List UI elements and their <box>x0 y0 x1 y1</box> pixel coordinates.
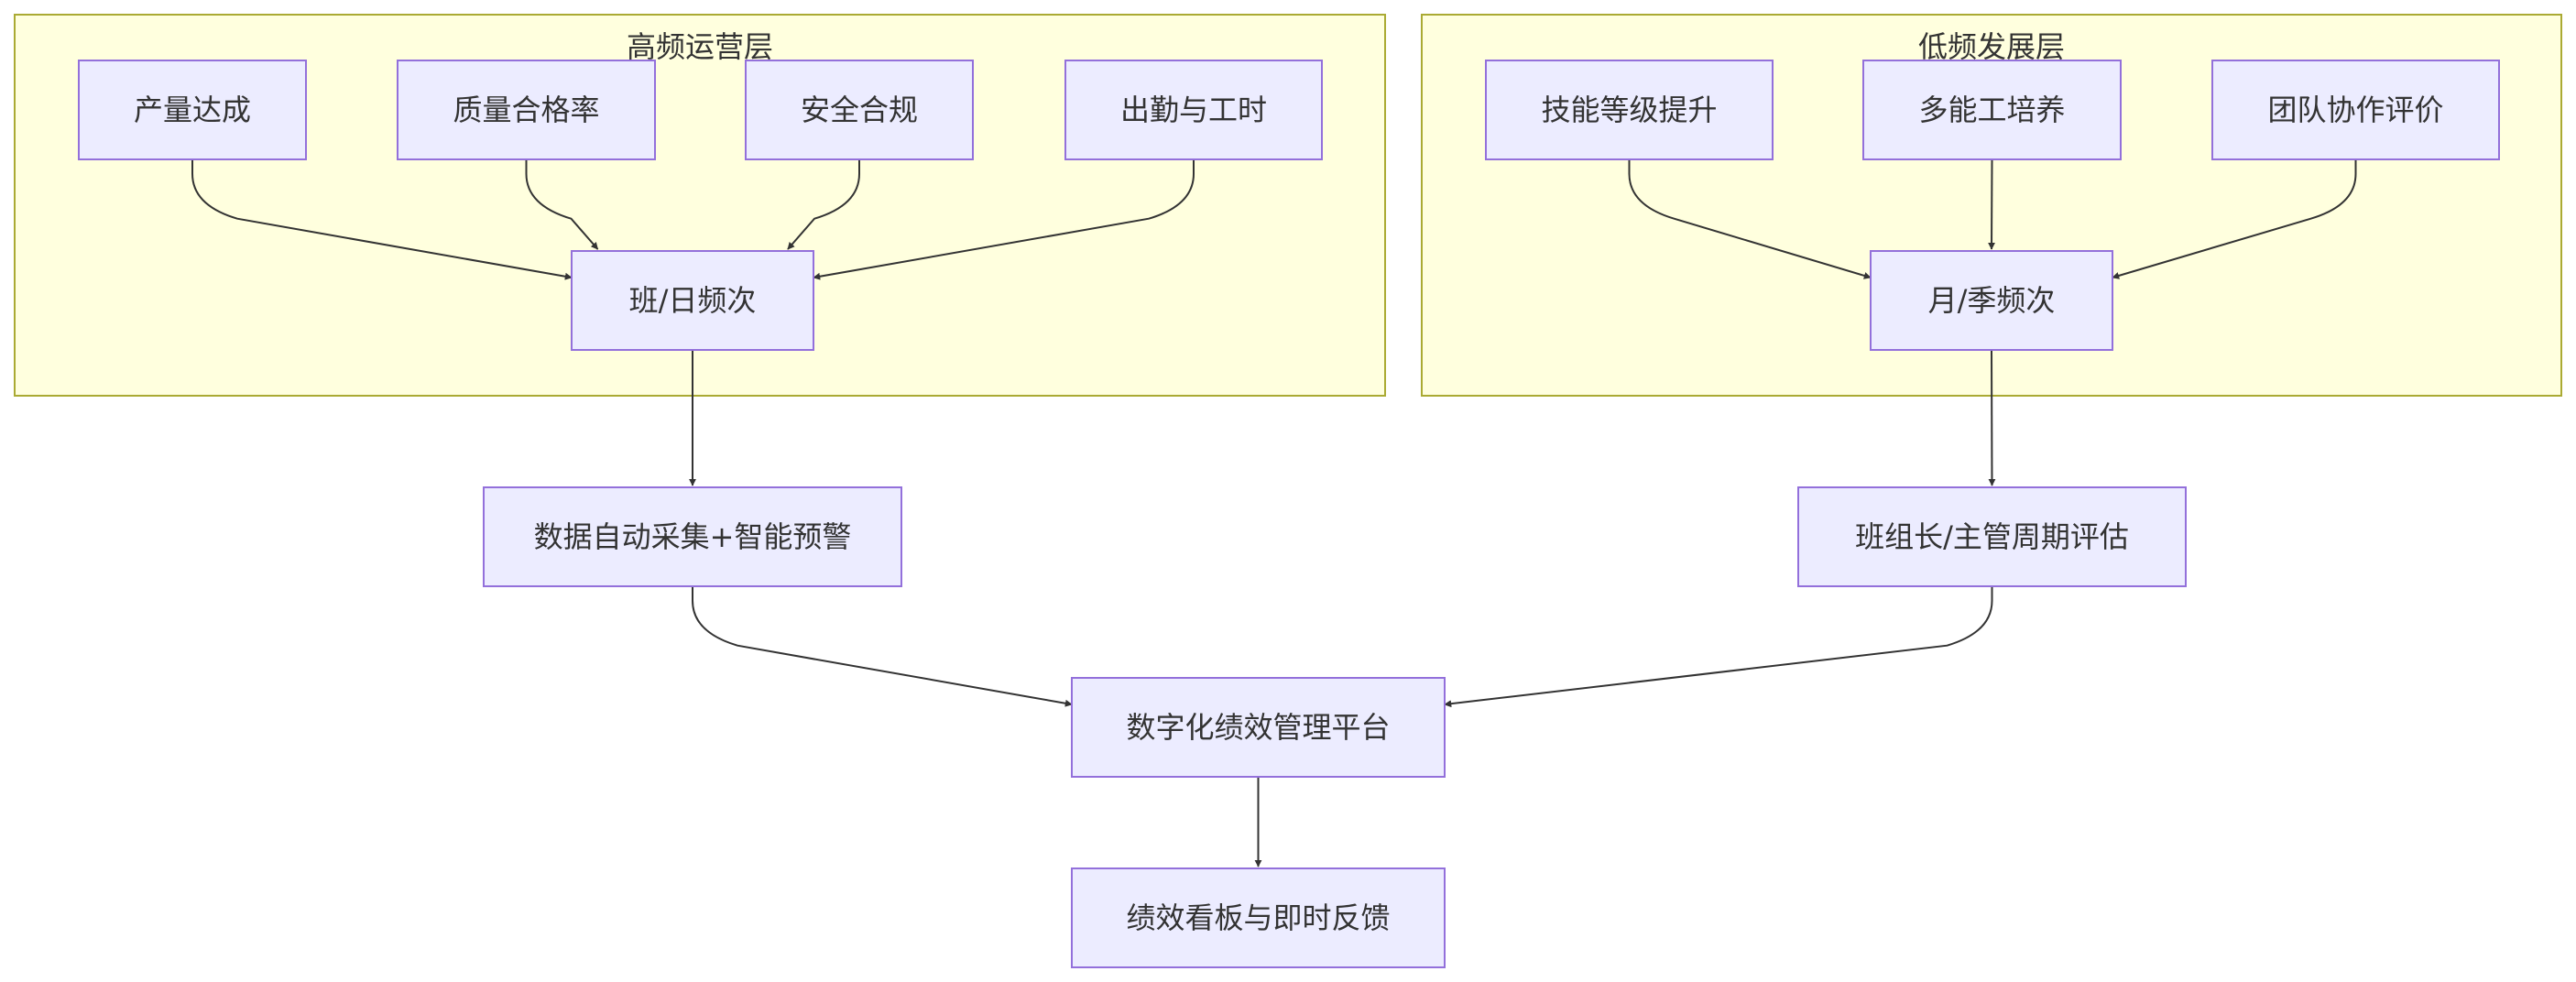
node-monthly-quarterly-frequency: 月/季频次 <box>1870 250 2113 351</box>
node-safety-compliance: 安全合规 <box>745 60 974 160</box>
node-output-achievement: 产量达成 <box>78 60 307 160</box>
edge-skill-to-monthly <box>1628 160 1872 279</box>
edge-supervisor_review-to-platform <box>1444 587 1993 708</box>
cluster-high-frequency-title: 高频运营层 <box>626 29 773 64</box>
node-teamwork-evaluation: 团队协作评价 <box>2211 60 2500 160</box>
edge-safety-to-shift_daily <box>787 160 860 250</box>
node-skill-level-improvement: 技能等级提升 <box>1485 60 1774 160</box>
edge-quality-to-shift_daily <box>525 160 599 250</box>
edge-auto_collect-to-platform <box>692 587 1073 707</box>
node-supervisor-review: 班组长/主管周期评估 <box>1797 486 2187 587</box>
node-performance-dashboard: 绩效看板与即时反馈 <box>1071 867 1446 968</box>
node-shift-daily-frequency: 班/日频次 <box>571 250 814 351</box>
edge-output-to-shift_daily <box>191 160 573 280</box>
node-auto-collect-alert: 数据自动采集+智能预警 <box>483 486 902 587</box>
node-digital-performance-platform: 数字化绩效管理平台 <box>1071 677 1446 778</box>
cluster-low-frequency-title: 低频发展层 <box>1917 29 2065 64</box>
node-attendance-hours: 出勤与工时 <box>1064 60 1323 160</box>
node-quality-pass-rate: 质量合格率 <box>397 60 656 160</box>
edge-teamwork-to-monthly <box>2112 160 2357 279</box>
edge-attendance-to-shift_daily <box>813 160 1195 280</box>
node-multi-skill-training: 多能工培养 <box>1862 60 2122 160</box>
